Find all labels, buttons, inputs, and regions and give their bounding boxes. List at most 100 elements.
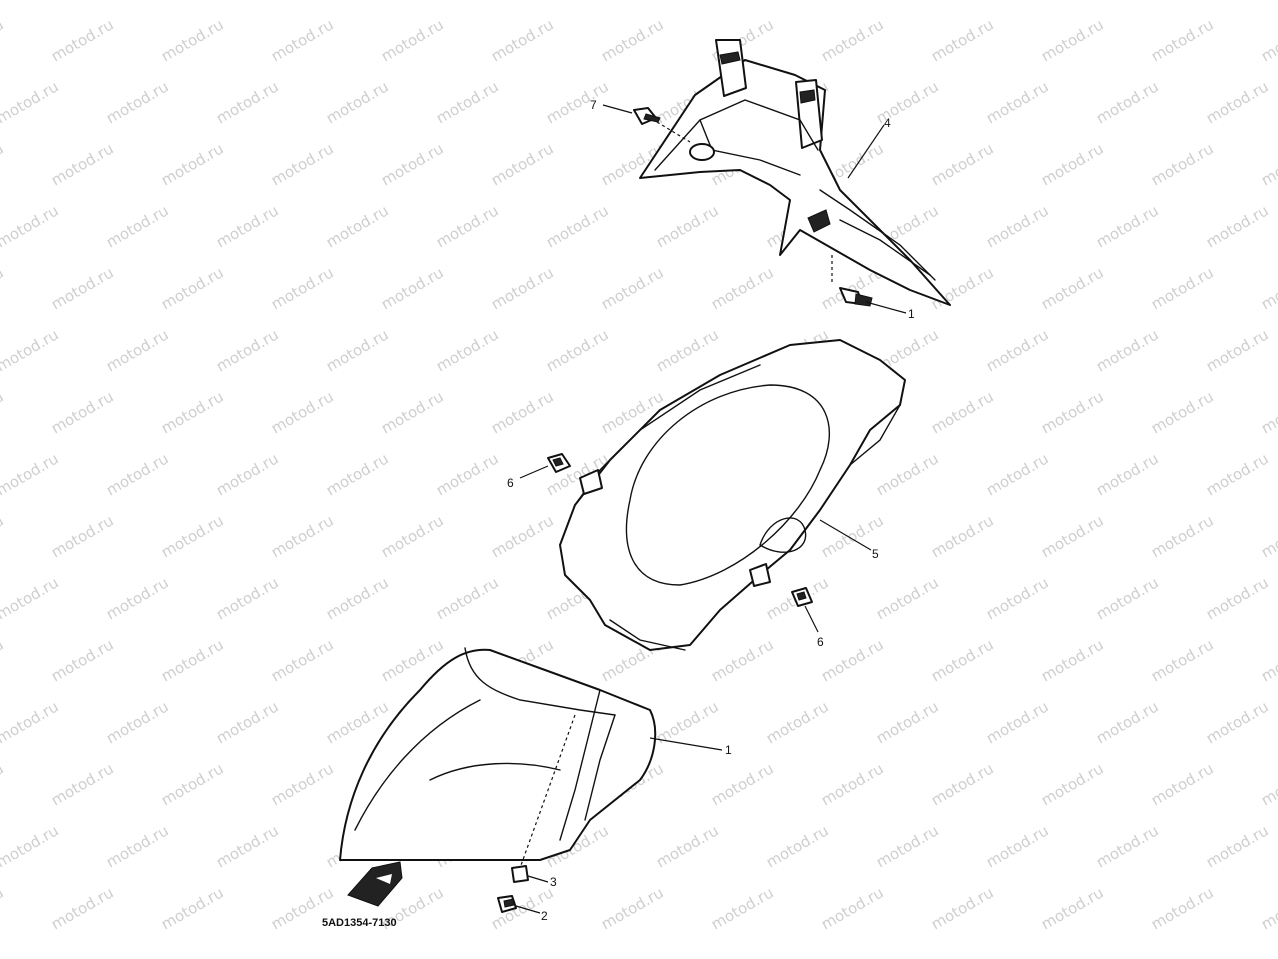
diagram-code: 5AD1354-7130 xyxy=(322,917,397,929)
watermark-text: motod.ru xyxy=(433,325,502,375)
watermark-text: motod.ru xyxy=(48,511,117,561)
watermark-text: motod.ru xyxy=(1038,511,1107,561)
watermark-text: motod.ru xyxy=(0,883,7,933)
watermark-text: motod.ru xyxy=(653,0,722,3)
watermark-text: motod.ru xyxy=(1203,697,1272,747)
watermark-text: motod.ru xyxy=(1038,883,1107,933)
watermark-text: motod.ru xyxy=(1203,0,1272,3)
watermark-text: motod.ru xyxy=(1038,263,1107,313)
watermark-text: motod.ru xyxy=(268,139,337,189)
watermark-text: motod.ru xyxy=(433,77,502,127)
watermark-text: motod.ru xyxy=(818,15,887,65)
watermark-text: motod.ru xyxy=(0,635,7,685)
watermark-text: motod.ru xyxy=(1148,759,1217,809)
callout-6-left: 6 xyxy=(507,476,514,490)
watermark-text: motod.ru xyxy=(213,201,282,251)
watermark-text: motod.ru xyxy=(158,635,227,685)
watermark-text: motod.ru xyxy=(928,15,997,65)
watermark-text: motod.ru xyxy=(873,573,942,623)
watermark-text: motod.ru xyxy=(433,201,502,251)
watermark-text: motod.ru xyxy=(158,883,227,933)
watermark-text: motod.ru xyxy=(1203,821,1272,871)
watermark-text: motod.ru xyxy=(323,0,392,3)
watermark-text: motod.ru xyxy=(983,821,1052,871)
part-4-upper-bracket xyxy=(639,39,951,306)
watermark-text: motod.ru xyxy=(0,263,7,313)
watermark-text: motod.ru xyxy=(268,635,337,685)
watermark-text: motod.ru xyxy=(1038,635,1107,685)
watermark-text: motod.ru xyxy=(213,449,282,499)
watermark-text: motod.ru xyxy=(268,511,337,561)
watermark-text: motod.ru xyxy=(873,697,942,747)
watermark-text: motod.ru xyxy=(1093,77,1162,127)
watermark-text: motod.ru xyxy=(213,325,282,375)
watermark-text: motod.ru xyxy=(488,387,557,437)
watermark-text: motod.ru xyxy=(268,263,337,313)
watermark-text: motod.ru xyxy=(543,201,612,251)
watermark-text: motod.ru xyxy=(1038,387,1107,437)
watermark-text: motod.ru xyxy=(928,139,997,189)
watermark-text: motod.ru xyxy=(48,139,117,189)
watermark-text: motod.ru xyxy=(1203,201,1272,251)
watermark-text: motod.ru xyxy=(1148,635,1217,685)
callout-2: 2 xyxy=(541,909,548,923)
watermark-text: motod.ru xyxy=(213,0,282,3)
watermark-text: motod.ru xyxy=(433,449,502,499)
watermark-text: motod.ru xyxy=(1203,449,1272,499)
watermark-text: motod.ru xyxy=(0,325,62,375)
watermark-text: motod.ru xyxy=(763,0,832,3)
watermark-text: motod.ru xyxy=(873,821,942,871)
watermark-text: motod.ru xyxy=(1258,15,1278,65)
callout-7: 7 xyxy=(590,98,597,112)
watermark-text: motod.ru xyxy=(543,325,612,375)
watermark-text: motod.ru xyxy=(0,387,7,437)
watermark-text: motod.ru xyxy=(1258,139,1278,189)
part-1-lower-cover xyxy=(339,647,657,869)
watermark-text: motod.ru xyxy=(653,325,722,375)
watermark-text: motod.ru xyxy=(0,511,7,561)
watermark-text: motod.ru xyxy=(378,15,447,65)
watermark-text: motod.ru xyxy=(873,0,942,3)
watermark-text: motod.ru xyxy=(598,263,667,313)
part-5-middle-cover xyxy=(559,339,906,651)
watermark-text: motod.ru xyxy=(323,449,392,499)
leader-lines xyxy=(515,104,907,914)
watermark-text: motod.ru xyxy=(48,15,117,65)
watermark-text: motod.ru xyxy=(1148,139,1217,189)
watermark-text: motod.ru xyxy=(213,821,282,871)
watermark-text: motod.ru xyxy=(268,759,337,809)
watermark-text: motod.ru xyxy=(983,449,1052,499)
watermark-text: motod.ru xyxy=(158,139,227,189)
watermark-text: motod.ru xyxy=(0,449,62,499)
watermark-text: motod.ru xyxy=(103,821,172,871)
watermark-text: motod.ru xyxy=(708,635,777,685)
callout-labels: 7 4 1 6 5 6 1 3 2 xyxy=(507,98,915,923)
watermark-text: motod.ru xyxy=(48,883,117,933)
watermark-text: motod.ru xyxy=(103,449,172,499)
watermark-text: motod.ru xyxy=(433,0,502,3)
watermark-text: motod.ru xyxy=(378,263,447,313)
callout-1-lower: 1 xyxy=(725,743,732,757)
watermark-text: motod.ru xyxy=(598,15,667,65)
part-3-nut xyxy=(511,865,529,883)
watermark-text: motod.ru xyxy=(928,635,997,685)
watermark-text: motod.ru xyxy=(1093,821,1162,871)
watermark-text: motod.ru xyxy=(928,263,997,313)
watermark-text: motod.ru xyxy=(763,821,832,871)
watermark-text: motod.ru xyxy=(983,697,1052,747)
watermark-text: motod.ru xyxy=(1148,883,1217,933)
watermark-text: motod.ru xyxy=(983,201,1052,251)
watermark-text: motod.ru xyxy=(873,449,942,499)
watermark-text: motod.ru xyxy=(158,15,227,65)
watermark-text: motod.ru xyxy=(488,511,557,561)
watermark-text: motod.ru xyxy=(1258,263,1278,313)
watermark-text: motod.ru xyxy=(323,201,392,251)
part-7-bolt xyxy=(633,107,691,143)
watermark-text: motod.ru xyxy=(213,77,282,127)
watermark-text: motod.ru xyxy=(1258,511,1278,561)
watermark-text: motod.ru xyxy=(818,635,887,685)
watermark-text: motod.ru xyxy=(598,883,667,933)
watermark-text: motod.ru xyxy=(268,15,337,65)
watermark-text: motod.ru xyxy=(378,511,447,561)
watermark-text: motod.ru xyxy=(1203,77,1272,127)
